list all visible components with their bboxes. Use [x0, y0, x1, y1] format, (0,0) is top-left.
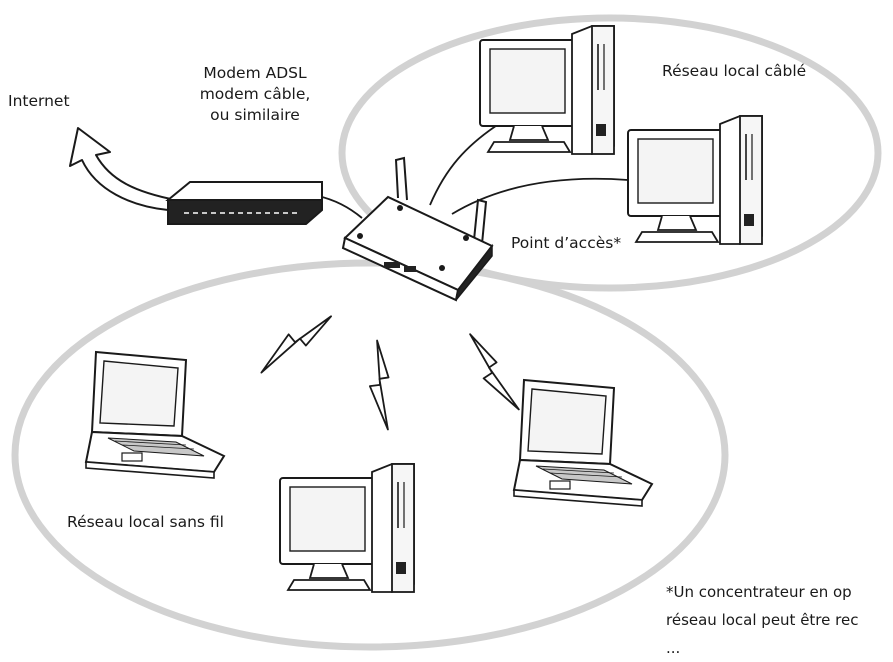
laptop-icon: [85, 351, 225, 479]
modem-label-line: modem câble,: [199, 85, 311, 103]
access-point-icon: [341, 156, 494, 302]
lightning-icon: [465, 326, 520, 419]
footnote: *Un concentrateur en op réseau local peu…: [666, 578, 858, 662]
desktop-icon: [479, 25, 615, 155]
wired-lan-zone: [338, 14, 882, 292]
laptop-icon: [513, 379, 653, 507]
modem-label-line: ou similaire: [210, 106, 300, 124]
desktop-icon: [627, 115, 763, 245]
lightning-icon: [366, 339, 395, 431]
desktop-icon: [279, 463, 415, 593]
modem-icon: [165, 181, 323, 225]
wired-lan-label: Réseau local câblé: [662, 62, 807, 80]
footnote-line: *Un concentrateur en op: [666, 583, 852, 601]
wireless-lan-zone: [11, 259, 729, 651]
wireless-lan-label: Réseau local sans fil: [67, 513, 224, 531]
internet-arrow-icon: [69, 127, 177, 211]
footnote-line: réseau local peut être rec: [666, 611, 859, 629]
modem-label-line: Modem ADSL: [203, 64, 307, 82]
modem-label: Modem ADSL modem câble, ou similaire: [190, 63, 320, 126]
access-point-label: Point d’accès*: [511, 234, 622, 252]
internet-label: Internet: [8, 92, 70, 110]
footnote-line: ...: [666, 639, 681, 657]
lightning-icon: [250, 311, 340, 374]
